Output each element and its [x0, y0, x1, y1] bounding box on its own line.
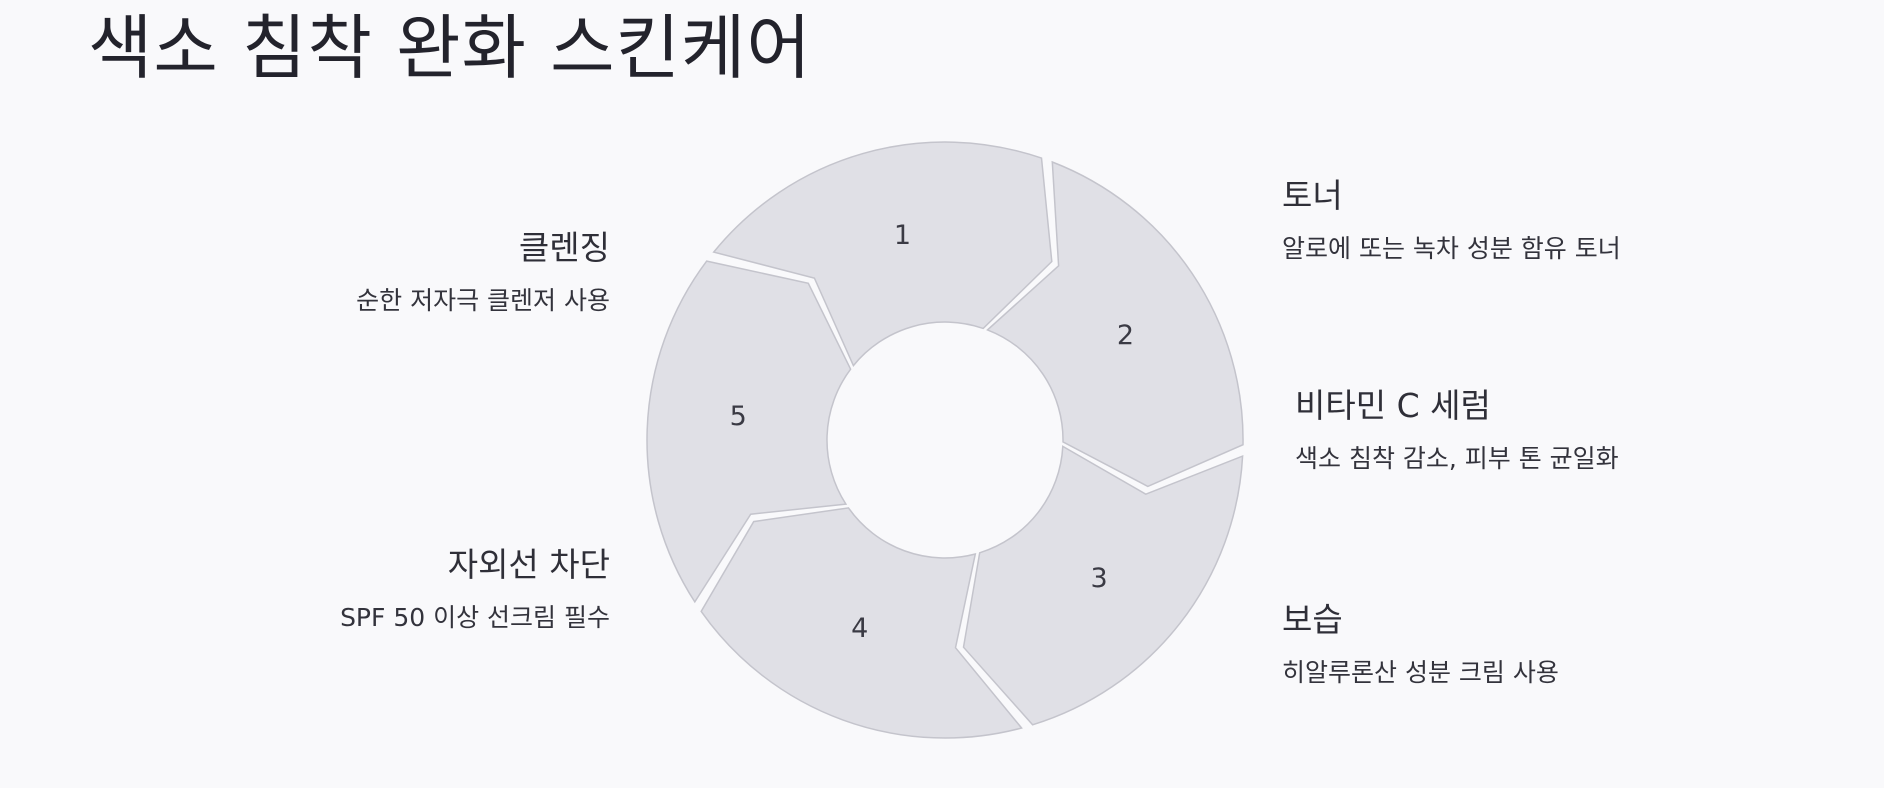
segment-number-1: 1: [894, 220, 911, 251]
step-3-description: 색소 침착 감소, 피부 톤 균일화: [1295, 443, 1619, 473]
step-3-label: 비타민 C 세럼 색소 침착 감소, 피부 톤 균일화: [1295, 386, 1619, 474]
step-2-label: 토너 알로에 또는 녹차 성분 함유 토너: [1282, 176, 1621, 264]
cycle-segment-3: [962, 445, 1244, 726]
segment-number-4: 4: [851, 613, 868, 644]
step-5-label: 자외선 차단 SPF 50 이상 선크림 필수: [340, 545, 610, 633]
step-1-description: 순한 저자극 클렌저 사용: [356, 285, 610, 315]
segment-number-2: 2: [1117, 320, 1134, 351]
step-5-description: SPF 50 이상 선크림 필수: [340, 602, 610, 632]
step-2-title: 토너: [1282, 176, 1343, 215]
cycle-segment-5: [646, 260, 852, 604]
segment-number-3: 3: [1091, 563, 1108, 594]
cycle-segment-2: [986, 160, 1244, 488]
cycle-segment-1: [712, 141, 1053, 368]
step-5-title: 자외선 차단: [447, 545, 610, 584]
step-2-description: 알로에 또는 녹차 성분 함유 토너: [1282, 233, 1621, 263]
segment-number-5: 5: [730, 401, 747, 432]
step-4-title: 보습: [1282, 600, 1343, 639]
step-3-title: 비타민 C 세럼: [1295, 386, 1491, 425]
step-4-label: 보습 히알루론산 성분 크림 사용: [1282, 600, 1559, 688]
cycle-segment-4: [700, 507, 1023, 739]
step-4-description: 히알루론산 성분 크림 사용: [1282, 657, 1559, 687]
page-title: 색소 침착 완화 스킨케어: [88, 7, 812, 89]
step-1-title: 클렌징: [518, 228, 610, 267]
step-1-label: 클렌징 순한 저자극 클렌저 사용: [356, 228, 610, 316]
